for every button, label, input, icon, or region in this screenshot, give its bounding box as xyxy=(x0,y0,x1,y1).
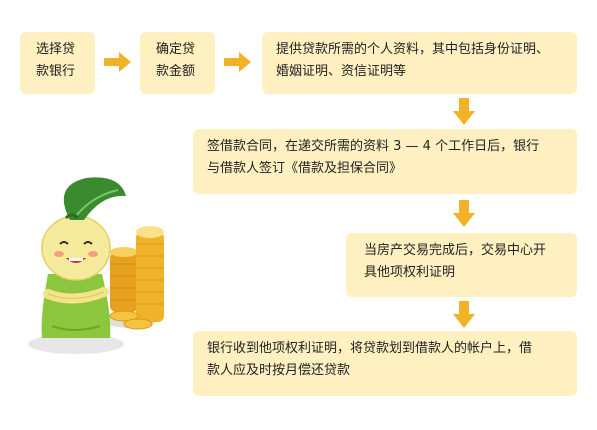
arrow-right-icon xyxy=(224,52,251,72)
step-property-certificate: 当房产交易完成后，交易中心开 具他项权利证明 xyxy=(346,233,577,297)
step-text-line: 确定贷 xyxy=(156,42,196,57)
step-text-line: 提供贷款所需的个人资料，其中包括身份证明、 xyxy=(276,42,550,57)
step-confirm-amount: 确定贷 款金额 xyxy=(140,32,215,94)
step-sign-contract: 签借款合同，在递交所需的资料 3 — 4 个工作日后，银行 与借款人签订《借款及… xyxy=(193,129,577,194)
step-text-line: 款银行 xyxy=(36,64,76,79)
step-text-line: 银行收到他项权利证明，将贷款划到借款人的帐户上，借 xyxy=(207,341,533,356)
step-text-line: 款人应及时按月偿还贷款 xyxy=(207,363,351,378)
step-text-line: 当房产交易完成后，交易中心开 xyxy=(364,243,547,258)
step-text-line: 签借款合同，在递交所需的资料 3 — 4 个工作日后，银行 xyxy=(207,139,540,154)
step-text-line: 选择贷 xyxy=(36,42,76,57)
leaf-mascot-illustration xyxy=(28,177,164,354)
step-text-line: 具他项权利证明 xyxy=(364,265,456,280)
arrow-down-icon xyxy=(453,200,475,227)
step-provide-documents: 提供贷款所需的个人资料，其中包括身份证明、 婚姻证明、资信证明等 xyxy=(262,32,577,94)
arrow-right-icon xyxy=(104,52,131,72)
leaf-icon xyxy=(63,177,126,220)
arrow-down-icon xyxy=(453,301,475,328)
step-text-line: 与借款人签订《借款及担保合同》 xyxy=(207,161,403,176)
step-text-line: 婚姻证明、资信证明等 xyxy=(276,64,407,79)
step-select-bank: 选择贷 款银行 xyxy=(20,32,95,94)
arrow-down-icon xyxy=(453,98,475,125)
step-disburse-loan: 银行收到他项权利证明，将贷款划到借款人的帐户上，借 款人应及时按月偿还贷款 xyxy=(193,331,577,396)
step-text-line: 款金额 xyxy=(156,64,196,79)
coin-stack-icon xyxy=(109,226,164,330)
